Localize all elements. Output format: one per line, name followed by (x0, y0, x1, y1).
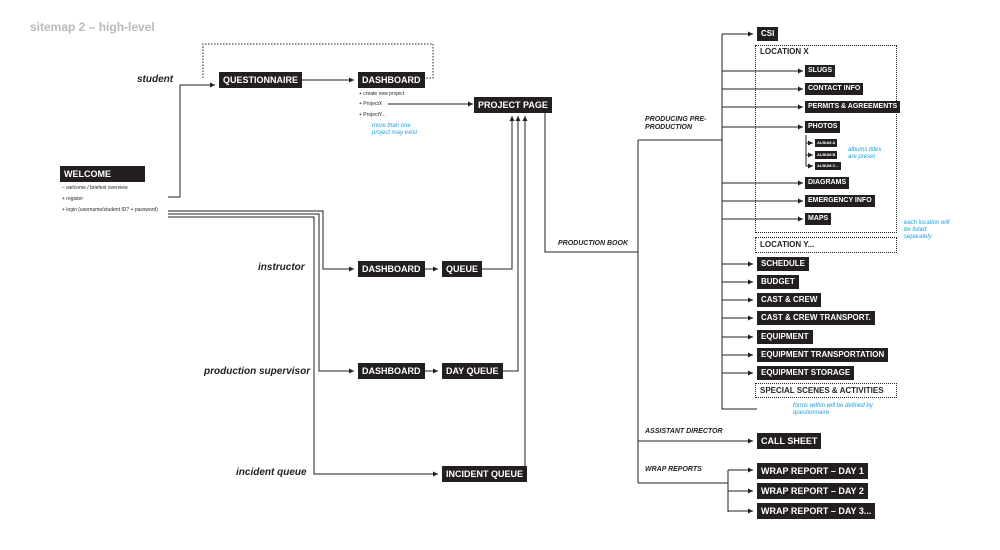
project-page-node[interactable]: PROJECT PAGE (474, 97, 552, 113)
note-locations: each location will be listed separately (904, 220, 950, 240)
emergency-info-node[interactable]: EMERGENCY INFO (805, 195, 875, 207)
csi-node[interactable]: CSI (757, 27, 779, 41)
welcome-item-register: + register (62, 196, 83, 202)
equipment-node[interactable]: EQUIPMENT (757, 330, 813, 344)
section-wrap-reports: WRAP REPORTS (645, 466, 702, 473)
day-queue-node[interactable]: DAY QUEUE (442, 363, 503, 379)
contact-info-node[interactable]: CONTACT INFO (805, 83, 864, 95)
equipment-storage-node[interactable]: EQUIPMENT STORAGE (757, 366, 855, 380)
welcome-item-login: + login (username/student ID? + password… (62, 207, 158, 213)
supervisor-dashboard-node[interactable]: DASHBOARD (358, 363, 425, 379)
welcome-node[interactable]: WELCOME (60, 166, 145, 182)
call-sheet-node[interactable]: CALL SHEET (757, 433, 822, 449)
production-book-label: PRODUCTION BOOK (558, 240, 628, 247)
location-y-group (755, 237, 897, 253)
note-albums: albums titles are preset (848, 147, 882, 160)
dashboard-item-projectx: + ProjectX (359, 101, 383, 107)
album-a-node[interactable]: ALBUM A (815, 139, 838, 147)
note-projects: more than one project may exist (372, 123, 418, 136)
cast-crew-transport-node[interactable]: CAST & CREW TRANSPORT. (757, 311, 875, 325)
note-forms: forms within will be defined by question… (793, 403, 873, 416)
welcome-item-overview: – welcome / briefest overview (62, 185, 128, 191)
dashboard-item-projecty: + ProjectY... (359, 112, 386, 118)
location-x-label: LOCATION X (760, 47, 809, 56)
permits-agreements-node[interactable]: PERMITS & AGREEMENTS (805, 101, 901, 113)
role-instructor: instructor (258, 262, 305, 273)
location-y-label: LOCATION Y... (760, 240, 815, 249)
wrap-report-day1-node[interactable]: WRAP REPORT – DAY 1 (757, 463, 868, 479)
student-dashboard-node[interactable]: DASHBOARD (358, 72, 425, 88)
role-student: student (137, 74, 174, 85)
questionnaire-node[interactable]: QUESTIONNAIRE (219, 72, 303, 88)
special-scenes-group (755, 383, 897, 398)
diagrams-node[interactable]: DIAGRAMS (805, 177, 850, 189)
location-x-group (755, 45, 897, 233)
photos-node[interactable]: PHOTOS (805, 121, 841, 133)
section-assistant-director: ASSISTANT DIRECTOR (645, 428, 723, 435)
album-c-node[interactable]: ALBUM C... (815, 162, 841, 170)
album-b-node[interactable]: ALBUM B (815, 151, 838, 159)
schedule-node[interactable]: SCHEDULE (757, 257, 810, 271)
cast-crew-node[interactable]: CAST & CREW (757, 293, 822, 307)
budget-node[interactable]: BUDGET (757, 275, 799, 289)
dashboard-item-create: + create new project (359, 91, 405, 97)
page-title: sitemap 2 – high-level (30, 20, 155, 34)
maps-node[interactable]: MAPS (805, 213, 832, 225)
special-scenes-label: SPECIAL SCENES & ACTIVITIES (760, 386, 884, 395)
wrap-report-day3-node[interactable]: WRAP REPORT – DAY 3... (757, 503, 876, 519)
wrap-report-day2-node[interactable]: WRAP REPORT – DAY 2 (757, 483, 868, 499)
role-production-supervisor: production supervisor (204, 366, 311, 377)
queue-node[interactable]: QUEUE (442, 261, 483, 277)
incident-queue-node[interactable]: INCIDENT QUEUE (442, 466, 528, 482)
role-incident-queue: incident queue (236, 467, 307, 478)
equipment-transportation-node[interactable]: EQUIPMENT TRANSPORTATION (757, 348, 889, 362)
slugs-node[interactable]: SLUGS (805, 65, 836, 77)
section-pre-production: PRODUCING PRE-PRODUCTION (645, 116, 707, 131)
instructor-dashboard-node[interactable]: DASHBOARD (358, 261, 425, 277)
